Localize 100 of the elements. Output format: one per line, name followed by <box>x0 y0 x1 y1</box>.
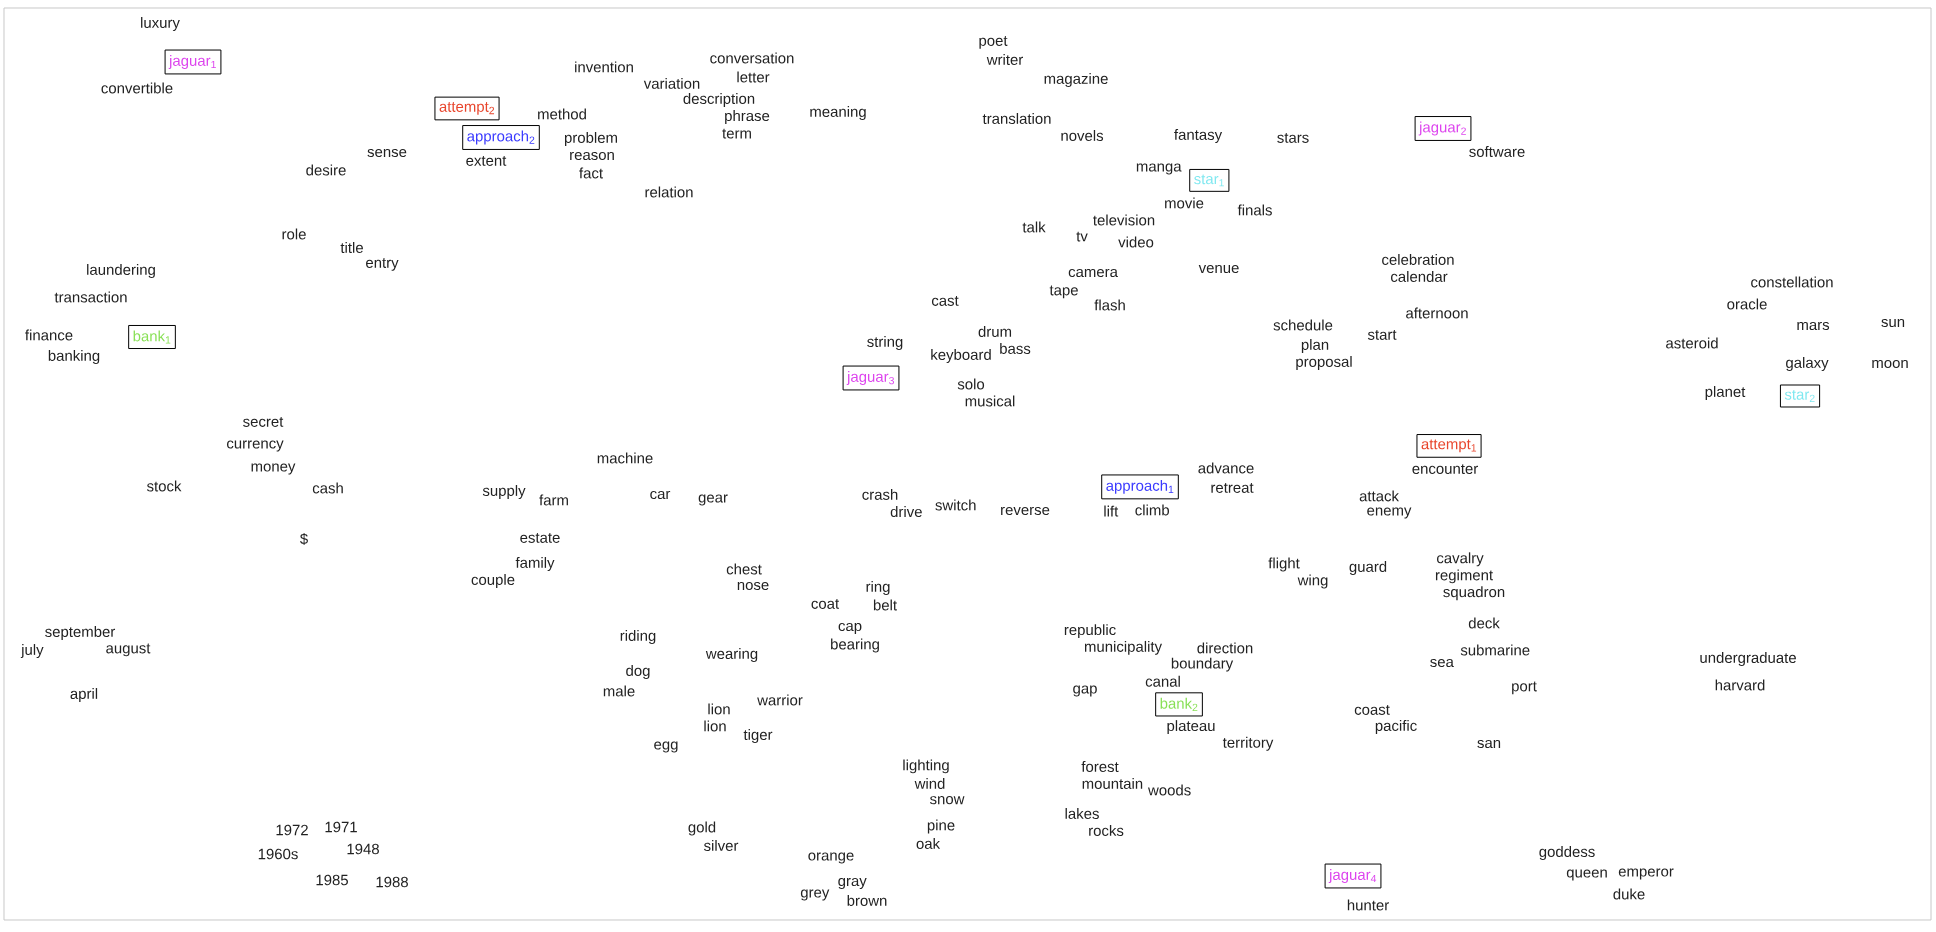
word-label: boundary <box>1171 657 1234 672</box>
word-label: july <box>20 644 44 658</box>
word-label: conversation <box>710 52 794 64</box>
word-label: squadron <box>1443 586 1505 601</box>
word-label: republic <box>1064 624 1116 639</box>
word-label: finals <box>1237 204 1272 216</box>
word-label: moon <box>1872 359 1908 369</box>
word-label: september <box>45 626 116 640</box>
word-label: reason <box>570 151 614 161</box>
word-label: machine <box>597 452 653 464</box>
word-label: duke <box>1613 888 1645 900</box>
word-label: oak <box>916 838 941 849</box>
word-label: lion <box>704 720 726 732</box>
word-label: ring <box>866 581 890 595</box>
word-label: switch <box>935 499 976 511</box>
word-label: grey <box>800 889 830 901</box>
word-label: asteroid <box>1666 337 1718 349</box>
word-label: stars <box>1277 133 1309 143</box>
word-label: bearing <box>831 638 879 653</box>
word-label: oracle <box>1727 298 1767 310</box>
word-label: pine <box>927 819 955 834</box>
word-label: plan <box>1301 339 1329 353</box>
word-label: galaxy <box>1786 357 1829 371</box>
word-label: tv <box>1076 231 1088 242</box>
word-label: brown <box>847 895 887 906</box>
word-label: term <box>722 128 751 139</box>
word-label: bass <box>1000 343 1031 354</box>
word-label: estate <box>520 533 560 543</box>
word-label: goddess <box>1539 846 1595 860</box>
word-label: movie <box>1165 197 1204 209</box>
word-label: wing <box>1297 574 1328 589</box>
word-label: dog <box>626 665 650 679</box>
word-label: regiment <box>1435 569 1493 584</box>
word-label: 1971 <box>325 821 357 833</box>
word-label: harvard <box>1715 679 1765 691</box>
word-label: woods <box>1148 784 1191 796</box>
word-label: manga <box>1136 163 1182 175</box>
word-label: banking <box>48 350 100 364</box>
word-label: phrase <box>725 110 770 125</box>
word-label: tiger <box>743 729 773 743</box>
sense-box: approach$_{2}$ <box>462 125 540 150</box>
word-label: camera <box>1068 268 1118 278</box>
word-label: april <box>70 688 98 702</box>
word-label: problem <box>565 132 617 146</box>
word-label: planet <box>1705 386 1746 400</box>
word-label: sense <box>367 148 407 158</box>
word-label: riding <box>620 630 656 644</box>
word-label: laundering <box>87 264 155 278</box>
word-label: celebration <box>1382 254 1454 265</box>
word-label: egg <box>654 741 678 753</box>
word-label: plateau <box>1167 720 1215 735</box>
sense-box: jaguar$_{3}$ <box>842 365 900 391</box>
word-label: drum <box>978 326 1012 337</box>
word-label: mountain <box>1082 778 1143 789</box>
word-label: title <box>340 242 363 253</box>
word-label: nose <box>737 581 769 591</box>
word-label: supply <box>482 485 526 499</box>
word-label: venue <box>1198 264 1239 274</box>
word-label: secret <box>243 417 284 427</box>
word-label: schedule <box>1273 319 1333 331</box>
word-label: afternoon <box>1406 307 1468 319</box>
word-label: advance <box>1198 462 1254 474</box>
word-label: finance <box>25 329 73 341</box>
word-label: fantasy <box>1174 129 1223 143</box>
word-label: guard <box>1349 561 1387 575</box>
sense-box: bank$_{2}$ <box>1155 692 1203 717</box>
word-label: 1960s <box>258 848 298 860</box>
word-label: rocks <box>1089 825 1124 836</box>
word-label: lakes <box>1065 808 1099 819</box>
sense-box: star$_{1}$ <box>1189 168 1230 192</box>
word-label: string <box>867 336 903 350</box>
word-label: snow <box>930 796 965 805</box>
word-label: variation <box>643 77 700 89</box>
word-label: stock <box>147 480 182 492</box>
word-label: coast <box>1354 705 1390 715</box>
word-label: cavalry <box>1437 552 1484 567</box>
word-label: constellation <box>1751 276 1833 288</box>
word-label: money <box>251 463 296 475</box>
word-label: emperor <box>1618 868 1674 880</box>
word-label: queen <box>1566 869 1607 881</box>
word-label: writer <box>986 54 1023 65</box>
word-label: couple <box>471 574 515 588</box>
word-label: family <box>515 557 555 571</box>
word-label: gold <box>688 821 716 836</box>
sense-box: jaguar$_{1}$ <box>164 49 222 75</box>
word-label: lion <box>708 703 730 715</box>
sense-box: jaguar$_{2}$ <box>1414 116 1472 141</box>
word-label: undergraduate <box>1700 652 1796 666</box>
word-label: direction <box>1197 642 1253 654</box>
sense-box: jaguar$_{4}$ <box>1324 863 1382 889</box>
word-label: car <box>650 490 671 500</box>
sense-box: attempt$_{1}$ <box>1416 434 1482 458</box>
word-label: reverse <box>1001 506 1050 516</box>
word-label: video <box>1118 236 1154 248</box>
word-label: tape <box>1049 285 1078 299</box>
word-label: transaction <box>54 291 127 303</box>
word-label: port <box>1512 681 1537 695</box>
word-label: entry <box>366 258 399 271</box>
word-label: chest <box>726 563 762 575</box>
word-label: software <box>1469 146 1525 157</box>
